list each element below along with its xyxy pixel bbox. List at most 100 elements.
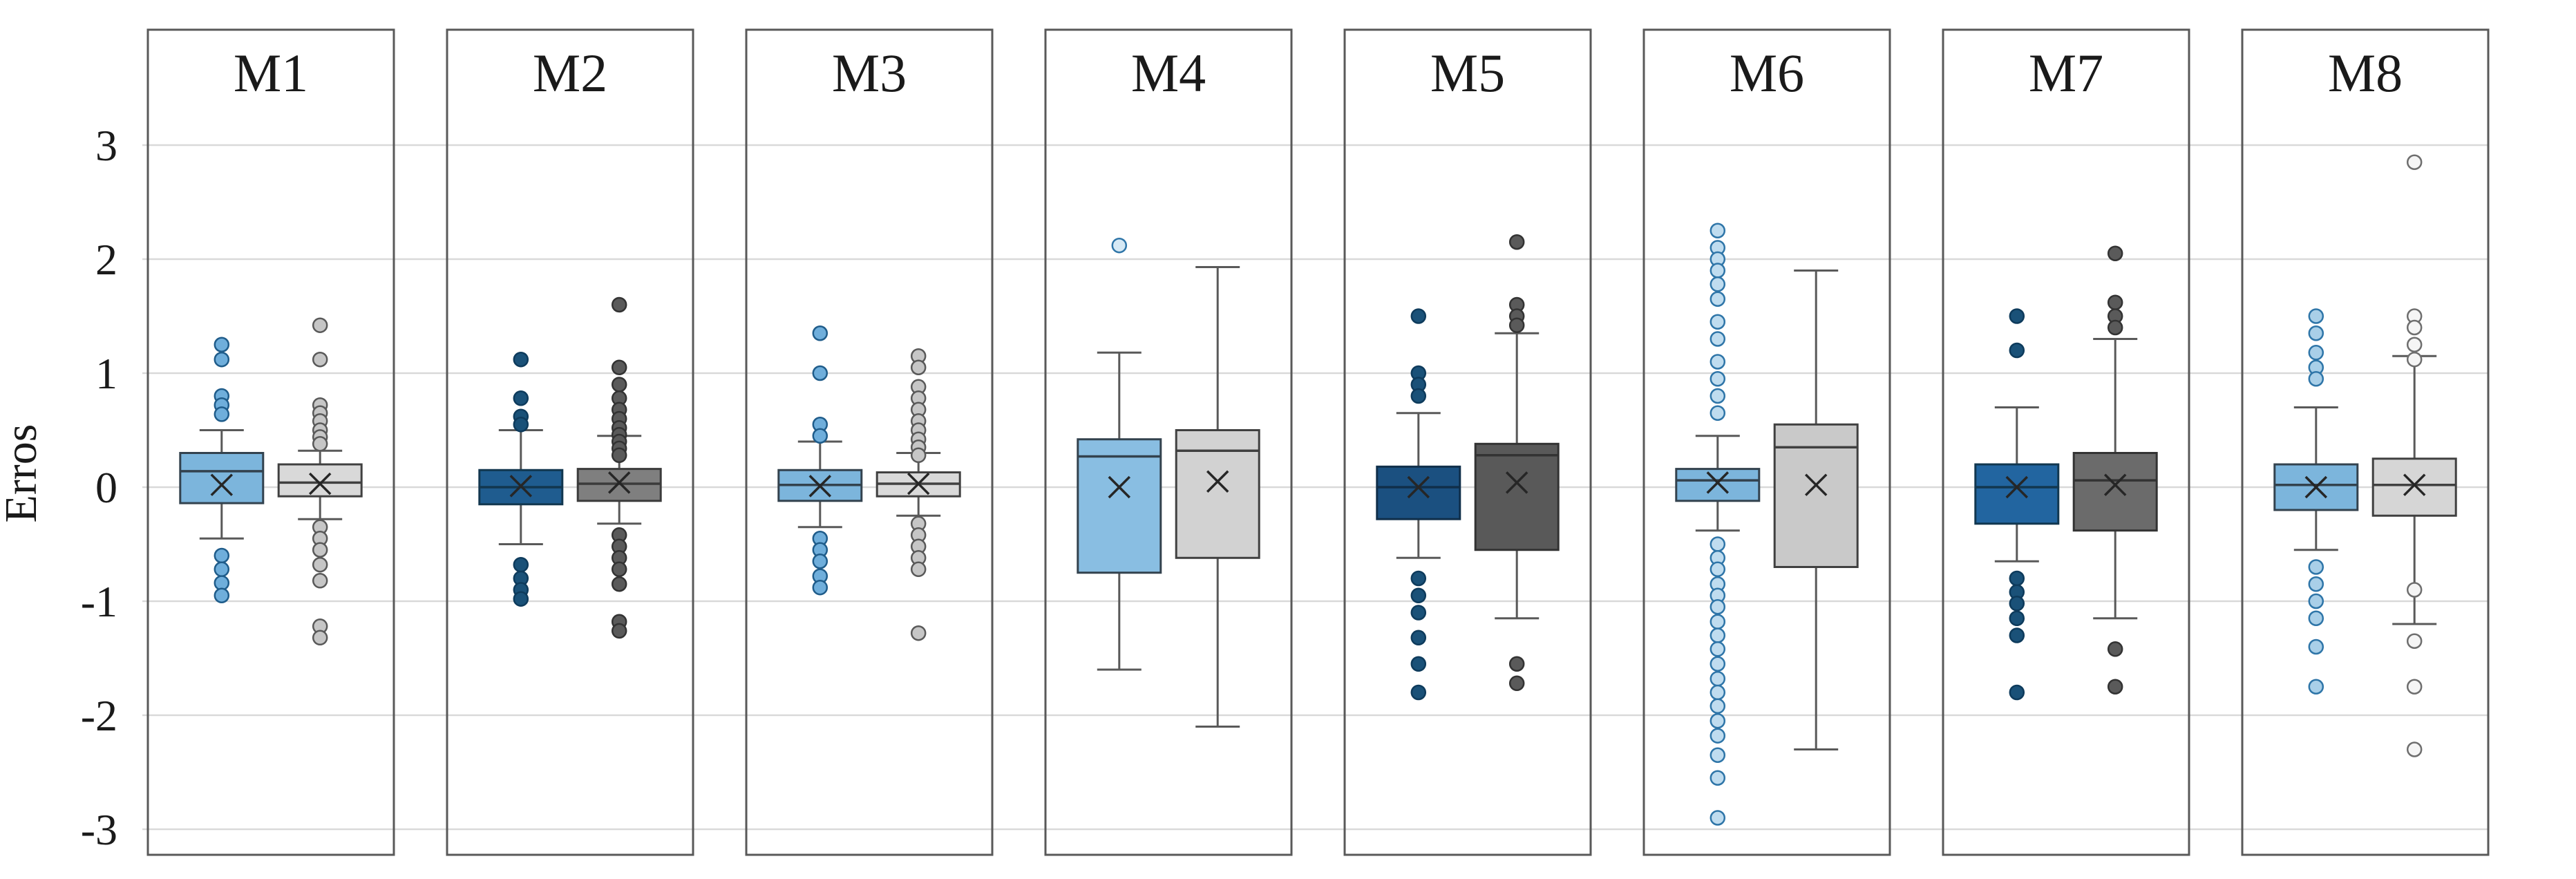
outlier-point bbox=[611, 576, 627, 592]
boxplot-blue bbox=[478, 351, 564, 607]
y-tick-label: -1 bbox=[81, 577, 117, 626]
outlier-point bbox=[2406, 633, 2423, 649]
outlier-point bbox=[1710, 388, 1726, 404]
outlier-point bbox=[2107, 641, 2123, 657]
outlier-point bbox=[2308, 639, 2324, 655]
outlier-point bbox=[1710, 698, 1726, 715]
y-axis-label: Erros bbox=[0, 424, 46, 523]
y-tick-label: 1 bbox=[95, 349, 117, 398]
panel-title: M8 bbox=[2328, 43, 2403, 103]
outlier-point bbox=[1710, 713, 1726, 729]
box bbox=[2273, 463, 2359, 511]
panel-M2: M2 bbox=[446, 28, 694, 856]
box bbox=[2072, 452, 2158, 532]
mean-marker bbox=[2103, 473, 2127, 496]
outlier-point bbox=[513, 591, 529, 607]
outlier-point bbox=[1410, 605, 1427, 621]
outlier-point bbox=[611, 359, 627, 375]
outlier-point bbox=[1710, 728, 1726, 744]
outlier-point bbox=[1508, 675, 1525, 692]
panel-title: M3 bbox=[832, 43, 907, 103]
outlier-point bbox=[2406, 741, 2423, 757]
outlier-point bbox=[2009, 610, 2025, 626]
outlier-point bbox=[2406, 319, 2423, 336]
outlier-point bbox=[2009, 627, 2025, 643]
outlier-point bbox=[312, 317, 328, 333]
mean-marker bbox=[907, 472, 930, 495]
outlier-point bbox=[1710, 314, 1726, 330]
outlier-point bbox=[2406, 154, 2423, 170]
y-tick-label: 3 bbox=[95, 121, 117, 170]
outlier-point bbox=[2107, 319, 2123, 336]
outlier-point bbox=[1710, 561, 1726, 578]
outlier-point bbox=[312, 556, 328, 573]
mean-marker bbox=[1407, 475, 1430, 499]
outlier-point bbox=[1710, 627, 1726, 643]
boxplot-blue bbox=[1376, 308, 1461, 701]
outlier-point bbox=[1710, 670, 1726, 687]
outlier-point bbox=[513, 556, 529, 573]
outlier-point bbox=[910, 359, 927, 375]
outlier-point bbox=[1710, 331, 1726, 347]
outlier-point bbox=[910, 561, 927, 578]
outlier-point bbox=[611, 623, 627, 639]
boxplot-gray bbox=[576, 296, 662, 639]
outlier-point bbox=[214, 337, 230, 352]
panel-title: M5 bbox=[1430, 43, 1505, 103]
outlier-point bbox=[1410, 587, 1427, 603]
box bbox=[277, 463, 363, 498]
outlier-point bbox=[812, 554, 828, 569]
outlier-point bbox=[2107, 679, 2123, 694]
panel-border bbox=[1044, 28, 1293, 856]
outlier-point bbox=[1410, 656, 1427, 672]
y-tick-label: -3 bbox=[81, 805, 117, 854]
panel-border bbox=[1343, 28, 1592, 856]
outlier-point bbox=[2308, 308, 2324, 324]
y-tick-label: -2 bbox=[81, 691, 117, 740]
outlier-point bbox=[513, 390, 529, 406]
mean-marker bbox=[1706, 471, 1730, 494]
outlier-point bbox=[214, 351, 230, 368]
outlier-point bbox=[910, 625, 927, 641]
mean-marker bbox=[2304, 475, 2328, 499]
outlier-point bbox=[1710, 770, 1726, 786]
mean-marker bbox=[509, 475, 533, 498]
outlier-point bbox=[1508, 317, 1525, 333]
outlier-point bbox=[2009, 684, 2025, 701]
outlier-point bbox=[611, 377, 627, 393]
boxplot-blue bbox=[1675, 223, 1761, 826]
mean-marker bbox=[1804, 473, 1828, 496]
box bbox=[179, 452, 265, 504]
outlier-point bbox=[2107, 294, 2123, 310]
outlier-point bbox=[812, 325, 828, 341]
outlier-point bbox=[1410, 630, 1427, 646]
boxplot-blue bbox=[2273, 308, 2359, 694]
panel-title: M1 bbox=[234, 43, 308, 103]
outlier-point bbox=[214, 561, 230, 578]
outlier-point bbox=[1508, 656, 1525, 672]
boxplot-gray bbox=[2371, 154, 2457, 757]
outlier-point bbox=[513, 351, 529, 368]
outlier-point bbox=[312, 573, 328, 589]
outlier-point bbox=[513, 417, 529, 433]
outlier-point bbox=[2009, 596, 2025, 612]
outlier-point bbox=[2308, 576, 2324, 592]
panel-M8: M8 bbox=[2241, 28, 2490, 856]
panel-border bbox=[2241, 28, 2490, 856]
outlier-point bbox=[1111, 237, 1128, 254]
outlier-point bbox=[1710, 684, 1726, 701]
outlier-point bbox=[1710, 599, 1726, 615]
outlier-point bbox=[812, 579, 828, 596]
outlier-point bbox=[1710, 810, 1726, 826]
outlier-point bbox=[611, 561, 627, 578]
boxplot-gray bbox=[875, 348, 961, 641]
outlier-point bbox=[1410, 684, 1427, 701]
mean-marker bbox=[2005, 475, 2029, 499]
mean-marker bbox=[1206, 470, 1229, 493]
outlier-point bbox=[1710, 641, 1726, 657]
outlier-point bbox=[1710, 276, 1726, 292]
panel-title: M7 bbox=[2029, 43, 2103, 103]
panel-border bbox=[745, 28, 994, 856]
